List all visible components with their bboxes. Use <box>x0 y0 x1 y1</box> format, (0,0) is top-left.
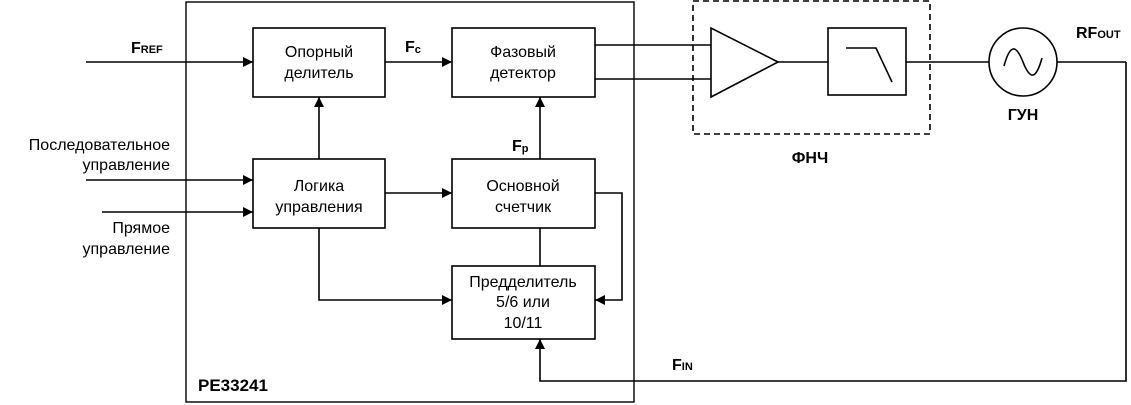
amplifier-icon <box>710 26 780 99</box>
phase-detector-block: Фазовый детектор <box>451 27 596 98</box>
direct-control-label-2: управление <box>83 241 171 258</box>
vco-icon <box>988 27 1058 97</box>
lpf-label: ФНЧ <box>792 150 828 167</box>
ref-divider-line-1: Опорный <box>285 44 353 61</box>
vco-label: ГУН <box>1008 107 1039 124</box>
prescaler-line-1: Предделитель <box>469 274 576 291</box>
direct-control-label-1: Прямое <box>112 220 170 237</box>
prescaler-block: Предделитель 5/6 или 10/11 <box>451 265 596 340</box>
lowpass-filter-icon <box>827 27 907 96</box>
prescaler-line-3: 10/11 <box>504 315 543 332</box>
ref-divider-line-2: делитель <box>284 65 353 82</box>
logic-to-prescaler-line <box>318 228 452 305</box>
serial-control-label-2: управление <box>83 157 171 174</box>
control-logic-line-2: управления <box>275 199 362 216</box>
prescaler-line-2: 5/6 или <box>496 294 550 311</box>
control-logic-block: Логика управления <box>252 158 386 229</box>
main-counter-block: Основной счетчик <box>451 158 596 229</box>
fin-feedback-line <box>535 62 1127 382</box>
lpf-dashed-region <box>692 0 931 135</box>
fref-label: FREF <box>131 40 163 57</box>
fin-label: FIN <box>672 357 693 374</box>
control-logic-line-1: Логика <box>294 178 345 195</box>
ref-divider-block: Опорный делитель <box>252 27 386 98</box>
modulus-control-line <box>595 192 623 305</box>
main-counter-line-2: счетчик <box>495 199 552 216</box>
phase-detector-line-1: Фазовый <box>490 44 556 61</box>
serial-control-label-1: Последовательное <box>29 137 170 154</box>
main-counter-line-1: Основной <box>486 178 559 195</box>
fc-label: Fc <box>405 39 421 56</box>
chip-label: PE33241 <box>198 376 268 395</box>
phase-detector-line-2: детектор <box>490 65 556 82</box>
fp-label: Fp <box>512 138 529 155</box>
rfout-label: RFOUT <box>1076 25 1121 42</box>
